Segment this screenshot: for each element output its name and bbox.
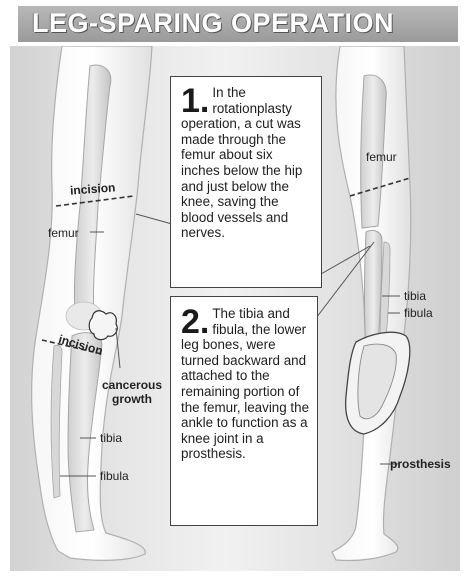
- left-tibia-label: tibia: [100, 431, 122, 445]
- step-2-number: 2.: [181, 308, 209, 336]
- left-leg: [32, 46, 172, 560]
- left-femur-label: femur: [48, 226, 79, 240]
- step-1-box: 1. In the rotationplasty operation, a cu…: [170, 76, 322, 288]
- right-tibia-label: tibia: [404, 289, 426, 303]
- step-2-box: 2. The tibia and fibula, the lower leg b…: [170, 296, 318, 526]
- left-fibula-label: fibula: [100, 469, 129, 483]
- title-banner: LEG-SPARING OPERATION: [18, 6, 458, 42]
- step1-connector: [136, 214, 172, 224]
- illustration-panel: incision femur incision cancerous growth…: [10, 46, 460, 571]
- right-femur-label: femur: [366, 150, 397, 164]
- infographic-title: LEG-SPARING OPERATION: [32, 8, 394, 39]
- cancerous-growth-label-line1: cancerous: [102, 378, 162, 392]
- right-fibula-label: fibula: [404, 306, 433, 320]
- cancerous-growth-label: cancerous growth: [102, 378, 162, 406]
- prosthesis-label: prosthesis: [390, 457, 451, 471]
- cancerous-growth-label-line2: growth: [112, 392, 152, 406]
- step-1-number: 1.: [181, 87, 209, 115]
